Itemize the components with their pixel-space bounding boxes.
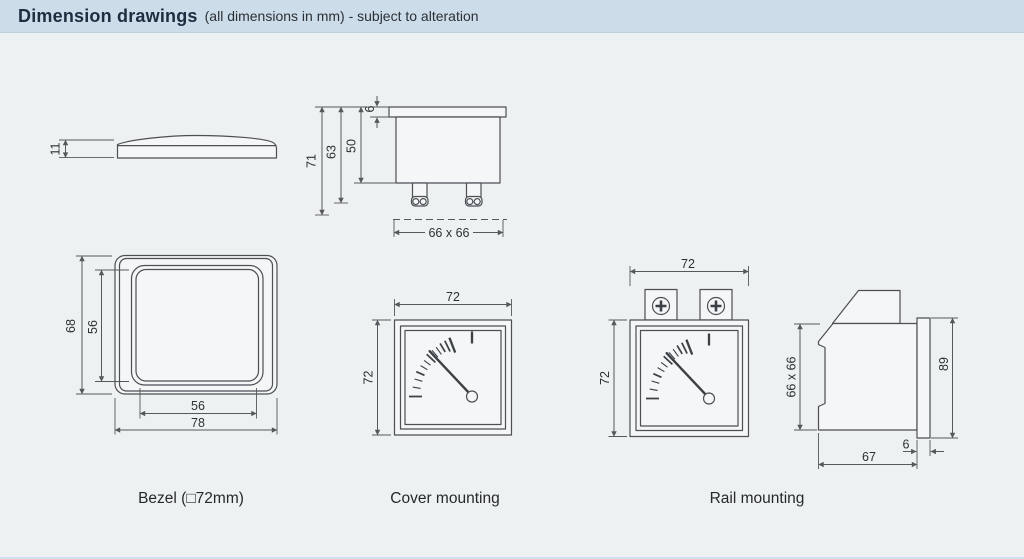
page-title: Dimension drawings — [18, 5, 198, 26]
meter-depth-mid-dim: 63 — [324, 145, 338, 159]
cover-meter-frame — [399, 325, 507, 430]
bezel-outer-edge — [114, 254, 278, 395]
bezel-side-profile — [116, 134, 278, 159]
bezel-window-width-dim: 56 — [191, 399, 205, 413]
terminal-left — [410, 182, 429, 207]
rail-meter-frame — [635, 325, 744, 432]
rail-depth-dim: 67 — [862, 450, 876, 464]
bezel-outer-width-dim: 78 — [191, 416, 205, 430]
rail-side-body-dim: 66 x 66 — [784, 356, 798, 397]
rail-width-dim: 72 — [681, 257, 695, 271]
meter-depth-total-dim: 71 — [304, 154, 318, 168]
header-bar: Dimension drawings (all dimensions in mm… — [0, 0, 1024, 33]
cover-width-dim: 72 — [446, 290, 460, 304]
rail-mounting-front-view: 72 72 — [598, 257, 750, 438]
cover-needle — [428, 350, 472, 396]
bezel-side-thickness-dim: 11 — [48, 142, 62, 155]
cover-mounting-view: 72 72 — [361, 290, 513, 436]
bezel-window-height-dim: 56 — [86, 320, 100, 334]
rail-height-dim: 72 — [598, 371, 612, 385]
cover-meter-face — [404, 329, 502, 426]
rail-needle-pivot — [702, 392, 716, 405]
rail-mounting-side-view: 66 x 66 89 6 67 — [784, 289, 958, 469]
bezel-outer-inner-line — [118, 257, 274, 392]
bezel-window-edge — [130, 264, 264, 386]
bottom-accent-line — [0, 557, 1024, 559]
meter-flange-thickness-dim: 6 — [363, 105, 377, 112]
bezel-side-view: 11 — [48, 134, 278, 159]
meter-body-size-dim: 66 x 66 — [428, 226, 469, 240]
rail-panel-thickness-dim: 6 — [903, 438, 910, 452]
meter-depth-inner-dim: 50 — [344, 139, 358, 153]
rail-body-profile — [817, 322, 918, 431]
screw-cross-icon — [655, 300, 667, 312]
bezel-outer-height-dim: 68 — [64, 319, 78, 333]
cover-needle-pivot — [465, 390, 479, 403]
caption-cover-mounting: Cover mounting — [390, 490, 499, 507]
screw-cross-icon — [710, 300, 722, 312]
terminal-right — [464, 182, 483, 207]
meter-side-view: 71 63 50 6 66 x 66 — [304, 96, 507, 240]
page-subtitle: (all dimensions in mm) - subject to alte… — [204, 8, 479, 24]
bezel-front-view: 68 56 56 78 — [64, 254, 278, 435]
rail-front-panel-profile — [916, 317, 931, 439]
cover-dial — [409, 331, 479, 403]
rail-dial — [646, 333, 716, 405]
meter-flange — [388, 106, 507, 118]
rail-meter-face — [639, 329, 739, 427]
bezel-window-inner-line — [135, 268, 260, 382]
rail-terminal-right — [699, 288, 733, 321]
caption-rail-mounting: Rail mounting — [710, 490, 805, 507]
meter-body — [395, 116, 501, 184]
cover-height-dim: 72 — [361, 371, 375, 385]
rail-needle — [665, 352, 709, 398]
caption-bezel: Bezel (□72mm) — [138, 490, 244, 507]
rail-panel-height-dim: 89 — [937, 357, 951, 371]
rail-terminal-left — [644, 288, 678, 321]
rail-terminal-cover-profile — [831, 289, 901, 325]
